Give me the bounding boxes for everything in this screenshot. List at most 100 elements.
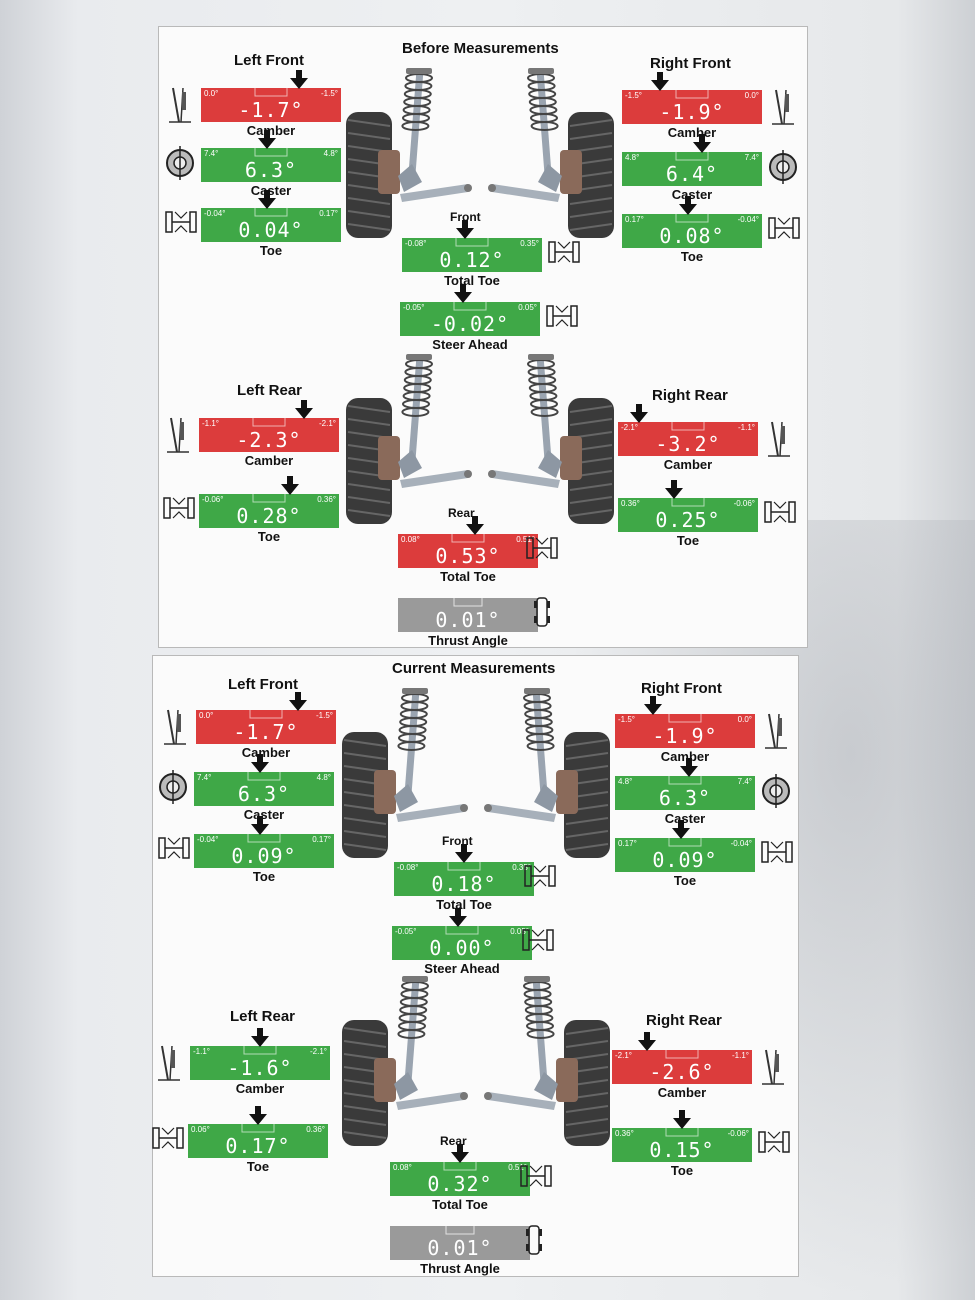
- range-fill: [400, 302, 540, 336]
- measurement-value: 6.4°: [665, 162, 719, 186]
- measurement-value: 6.3°: [244, 158, 298, 182]
- range-fill: [615, 714, 755, 748]
- measurement-value: 0.01°: [435, 608, 501, 632]
- measurement-value: 0.53°: [435, 544, 501, 568]
- range-bar: [199, 494, 339, 528]
- pointer-arrow-icon: [638, 1032, 656, 1057]
- axle-icon: [524, 860, 556, 897]
- range-fill: [199, 494, 339, 528]
- range-max-label: 0.36°: [306, 1125, 325, 1134]
- range-min-label: -0.05°: [395, 927, 417, 936]
- measurement-label: Toe: [252, 869, 276, 884]
- axle-icon: [526, 532, 558, 569]
- range-fill: [615, 776, 755, 810]
- wheel-position-heading: Right Front: [650, 55, 731, 72]
- range-fill: [612, 1050, 752, 1084]
- measurement-value: -1.7°: [238, 98, 304, 122]
- range-min-label: -0.04°: [204, 209, 226, 218]
- measurement-value: -0.02°: [430, 312, 510, 336]
- pointer-arrow-icon: [630, 404, 648, 429]
- measurement-label: Camber: [660, 749, 710, 764]
- range-max-label: 7.4°: [737, 777, 752, 786]
- measurement-value: 0.09°: [652, 848, 718, 872]
- axle-icon: [158, 832, 190, 869]
- measurement-value: -3.2°: [655, 432, 721, 456]
- pointer-arrow-icon: [448, 908, 467, 933]
- range-fill: [622, 152, 762, 186]
- strut-icon: [765, 712, 787, 755]
- measurement-label: Camber: [241, 745, 291, 760]
- range-fill: [201, 88, 341, 122]
- range-bar: [398, 534, 538, 568]
- pointer-arrow-icon: [680, 758, 699, 783]
- wheel-position-heading: Left Rear: [230, 1008, 296, 1025]
- measurement-value: 0.12°: [439, 248, 505, 272]
- range-max-label: -1.5°: [321, 89, 338, 98]
- range-min-label: 0.36°: [621, 499, 640, 508]
- wheel-position-heading: Left Rear: [237, 382, 303, 399]
- range-min-label: 0.17°: [618, 839, 637, 848]
- measurement-label: Toe: [670, 1163, 694, 1178]
- measurement-value: -2.6°: [649, 1060, 715, 1084]
- rear-suspension-illustration: [336, 972, 616, 1177]
- range-fill: [390, 1162, 530, 1196]
- measurement-label: Camber: [244, 453, 294, 468]
- range-bar: [394, 862, 534, 896]
- range-fill: [615, 838, 755, 872]
- axle-icon: [764, 496, 796, 533]
- range-min-label: -0.04°: [197, 835, 219, 844]
- pointer-arrow-icon: [451, 1144, 469, 1169]
- range-fill: [612, 1128, 752, 1162]
- measurement-label: Total Toe: [432, 1197, 488, 1212]
- pointer-arrow-icon: [250, 816, 269, 841]
- wheel-position-heading: Right Rear: [646, 1012, 722, 1029]
- strut-icon: [768, 420, 790, 463]
- pointer-arrow-icon: [692, 134, 711, 159]
- wheel-icon: [165, 146, 195, 185]
- range-bar: [612, 1050, 752, 1084]
- range-fill: [194, 772, 334, 806]
- range-min-label: -1.5°: [618, 715, 635, 724]
- measurement-value: -1.6°: [227, 1056, 293, 1080]
- measurement-label: Toe: [259, 243, 283, 258]
- pointer-arrow-icon: [455, 844, 473, 869]
- range-bar: [201, 148, 341, 182]
- pointer-arrow-icon: [281, 476, 299, 501]
- pointer-arrow-icon: [290, 70, 308, 95]
- range-bar: [400, 302, 540, 336]
- measurement-label: Toe: [680, 249, 704, 264]
- range-fill: [622, 90, 762, 124]
- range-fill: [618, 498, 758, 532]
- range-min-label: 0.06°: [191, 1125, 210, 1134]
- range-fill: [201, 148, 341, 182]
- pointer-arrow-icon: [678, 196, 697, 221]
- range-min-label: 4.8°: [618, 777, 633, 786]
- range-min-label: -1.5°: [625, 91, 642, 100]
- range-bar: [201, 208, 341, 242]
- range-bar: [196, 710, 336, 744]
- wheel-icon: [158, 770, 188, 809]
- measurement-label: Camber: [663, 457, 713, 472]
- range-min-label: 0.08°: [393, 1163, 412, 1172]
- measurement-label: Total Toe: [440, 569, 496, 584]
- range-bar: [615, 714, 755, 748]
- wheel-position-heading: Left Front: [228, 676, 298, 693]
- axle-icon: [165, 206, 197, 243]
- measurement-value: 0.28°: [236, 504, 302, 528]
- range-min-label: 0.17°: [625, 215, 644, 224]
- wheel-position-heading: Right Rear: [652, 387, 728, 404]
- measurement-label: Caster: [250, 183, 292, 198]
- measurement-label: Steer Ahead: [424, 961, 500, 976]
- range-max-label: 0.35°: [520, 239, 539, 248]
- range-max-label: -1.1°: [738, 423, 755, 432]
- measurement-value: 0.18°: [431, 872, 497, 896]
- axle-icon: [758, 1126, 790, 1163]
- pointer-arrow-icon: [250, 754, 269, 779]
- measurement-value: -1.9°: [659, 100, 725, 124]
- pointer-arrow-icon: [466, 516, 484, 541]
- measurement-value: 0.04°: [238, 218, 304, 242]
- range-bar: [618, 422, 758, 456]
- pointer-arrow-icon: [671, 820, 690, 845]
- wheel-icon: [761, 774, 791, 813]
- pointer-arrow-icon: [673, 1110, 691, 1135]
